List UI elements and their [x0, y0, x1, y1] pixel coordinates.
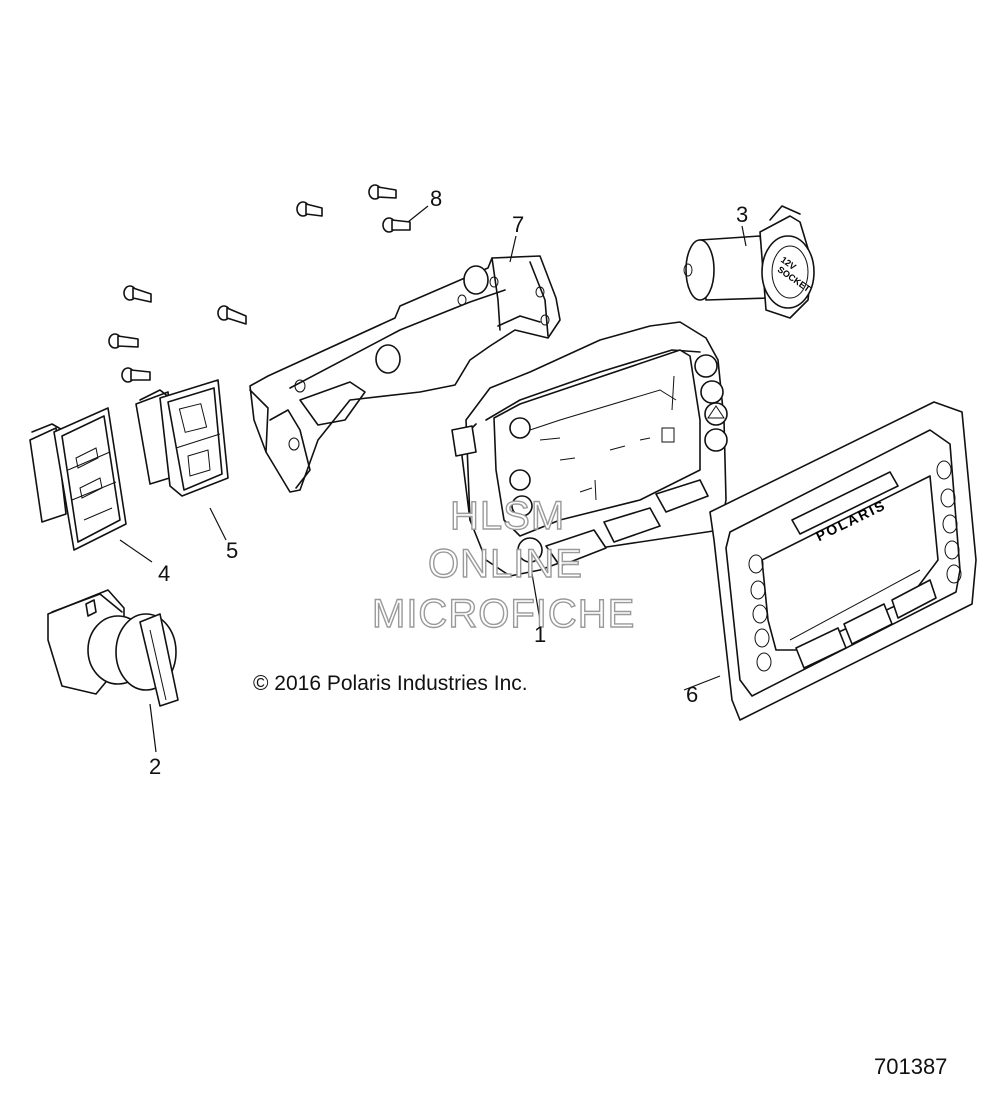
screw: [368, 184, 397, 200]
diagram-number: 701387: [874, 1054, 948, 1079]
watermark-line1: HLSM: [449, 493, 566, 538]
callout-3: 3: [736, 202, 749, 227]
copyright-text: © 2016 Polaris Industries Inc.: [253, 672, 528, 695]
display-bezel: POLARIS: [709, 401, 977, 721]
screw: [382, 217, 411, 233]
leader-8: [407, 205, 429, 223]
leader-lines: [119, 205, 747, 753]
callout-2: 2: [149, 754, 162, 779]
leader-2: [149, 703, 157, 753]
rocker-switch-5: [135, 379, 229, 497]
leader-7: [509, 235, 517, 263]
leader-3: [741, 225, 747, 247]
screw-group-left: [108, 285, 247, 383]
ignition-switch: [47, 589, 179, 707]
callout-5: 5: [226, 538, 239, 563]
callout-6: 6: [686, 682, 699, 707]
callout-4: 4: [158, 561, 171, 586]
screw: [217, 305, 247, 325]
rocker-switch-4: [29, 407, 127, 551]
screw: [123, 285, 152, 303]
screw: [108, 333, 139, 349]
callout-8: 8: [430, 186, 443, 211]
instrument-cluster: [451, 321, 728, 577]
watermark-line3: MICROFICHE: [371, 591, 636, 636]
screw: [296, 201, 323, 217]
screw: [121, 367, 151, 383]
callout-7: 7: [512, 212, 525, 237]
power-socket: 12V SOCKET: [683, 205, 815, 319]
callout-1: 1: [534, 622, 547, 647]
leader-1: [529, 561, 541, 621]
screw-group-top: [296, 184, 411, 233]
leader-6: [683, 675, 721, 691]
leader-5: [209, 507, 227, 541]
watermark-line2: ONLINE: [427, 541, 583, 586]
mounting-bracket: [249, 255, 561, 493]
leader-4: [119, 539, 153, 563]
